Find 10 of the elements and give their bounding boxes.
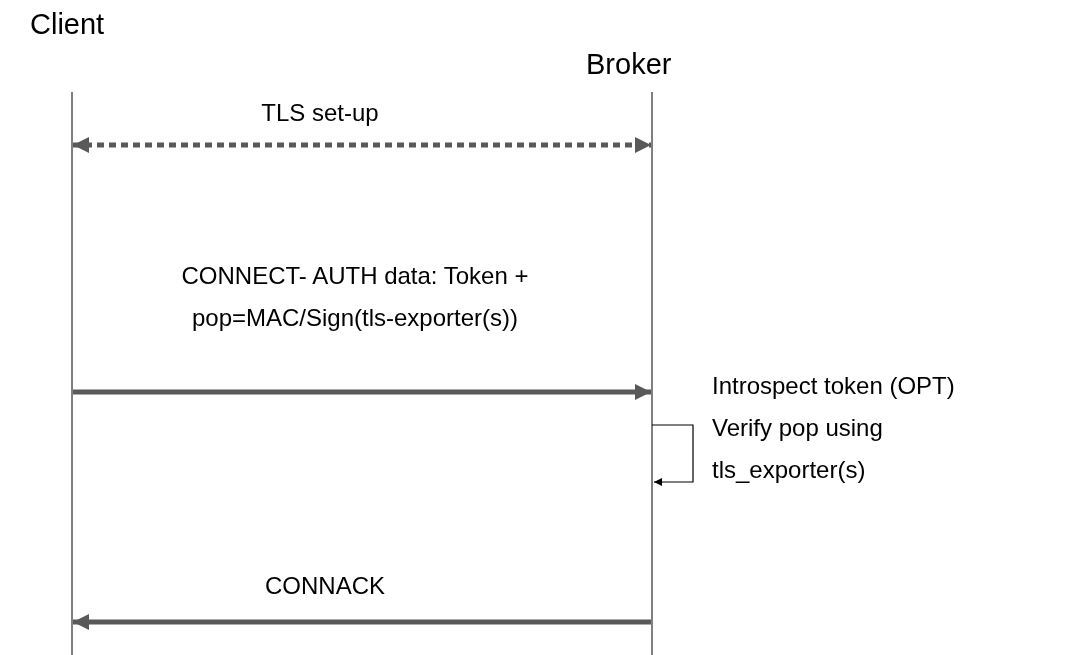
message-label: Introspect token (OPT) Verify pop using tls_exporter(s) [712, 371, 956, 485]
participant-label: Client [30, 8, 105, 41]
message-arrow [73, 614, 651, 630]
message-arrow [73, 137, 651, 153]
self-message-arrow [651, 424, 694, 486]
participant-label: Broker [586, 48, 672, 81]
message-arrow [73, 384, 651, 400]
message-label: CONNECT- AUTH data: Token + pop=MAC/Sign(tls-exporter(s)) [180, 261, 530, 333]
message-label: TLS set-up [260, 98, 380, 128]
message-label: CONNACK [264, 571, 386, 601]
